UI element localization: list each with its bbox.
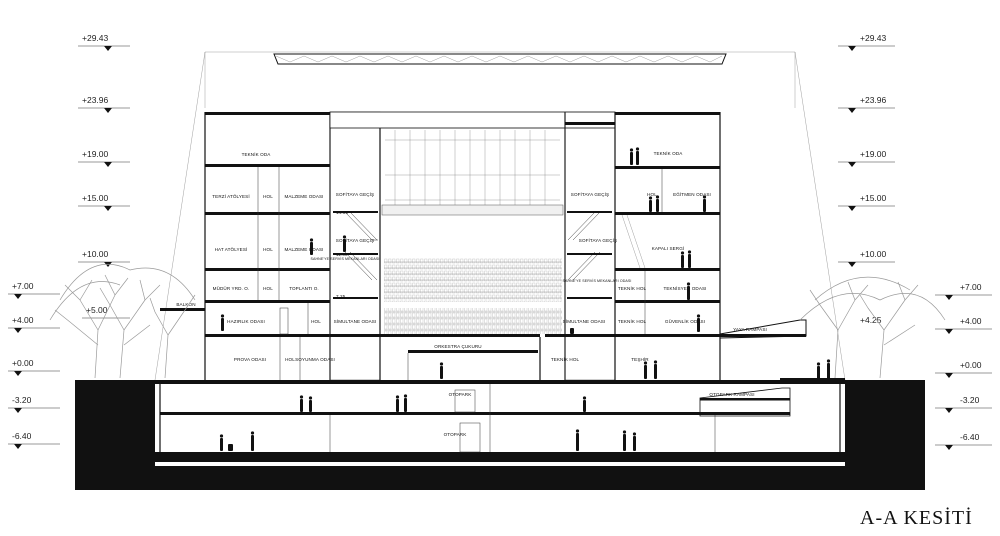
level-marker: +10.00	[838, 249, 895, 267]
level-label: +19.00	[82, 149, 109, 159]
level-label: +0.00	[960, 360, 982, 370]
room-label: HOL	[263, 286, 273, 291]
room-label: SİMULTANE ODASI	[563, 318, 606, 324]
level-label: -3.20	[12, 395, 32, 405]
level-marker: -6.40	[8, 431, 60, 449]
level-label: -3.20	[960, 395, 980, 405]
room-label: SOFİTAYA GEÇİŞ	[336, 191, 374, 197]
room-label: TEŞHİR	[631, 356, 649, 362]
level-label: +4.00	[12, 315, 34, 325]
level-label: +5.00	[86, 305, 108, 315]
room-label: SOFİTAYA GEÇİŞ	[571, 191, 609, 197]
roof-envelope	[154, 51, 846, 381]
room-label: SAHNE'YE SERVİS MEKANLARI ODASI	[562, 278, 631, 283]
central-hall: ORKESTRA ÇUKURU	[329, 111, 616, 380]
level-marker: +19.00	[838, 149, 895, 167]
room-label: EĞİTMEN ODASI	[673, 191, 711, 197]
right-stair-core: SOFİTAYA GEÇİŞ SOFİTAYA GEÇİŞ SAHNE'YE S…	[545, 111, 631, 381]
room-label: HOL	[285, 357, 295, 362]
level-label: -6.40	[12, 431, 32, 441]
room-label: TEKNİK ODA	[242, 151, 272, 157]
room-label: TERZİ ATÖLYESİ	[212, 193, 249, 199]
level-label: +7.00	[960, 282, 982, 292]
level-label: +15.00	[860, 193, 887, 203]
level-marker: +4.00	[8, 315, 60, 333]
level-marker: -6.40	[935, 432, 992, 450]
room-label: HOL	[647, 192, 657, 197]
level-marker: +19.00	[78, 149, 130, 167]
elevation-label: 7.25	[336, 294, 346, 299]
room-label: TOPLANTI O.	[289, 286, 319, 291]
level-marker: +0.00	[8, 358, 60, 376]
drawing-title: A-A KESİTİ	[860, 506, 973, 529]
room-label: MALZEME ODASI	[284, 194, 323, 199]
level-label: +10.00	[82, 249, 109, 259]
level-label: +10.00	[860, 249, 887, 259]
level-label: +4.00	[960, 316, 982, 326]
room-label: HAT ATÖLYESİ	[215, 246, 248, 252]
room-label: SOFİTAYA GEÇİŞ	[336, 237, 374, 243]
room-label: SAHNE'YE SERVİS MEKANLARI ODASI	[310, 256, 379, 261]
room-label: TEKNİK HOL	[618, 318, 647, 324]
level-marker: +29.43	[78, 33, 130, 51]
room-label: TEKNİK HOL	[551, 356, 580, 362]
level-label: +29.43	[860, 33, 887, 43]
left-wing: TEKNİK ODA TERZİ ATÖLYESİ HOL MALZEME OD…	[160, 112, 335, 380]
level-label: -6.40	[960, 432, 980, 442]
room-label: MÜDÜR YRD. O.	[213, 285, 250, 291]
level-label: +19.00	[860, 149, 887, 159]
level-marker: +15.00	[838, 193, 895, 211]
room-label: SOYUNMA ODASI	[295, 357, 335, 362]
level-markers-right: +29.43 +23.96 +19.00 +15.00 +10.00 +7.00…	[838, 33, 992, 450]
level-markers-left: +7.00 +4.00 +0.00 -3.20 -6.40	[8, 281, 60, 449]
room-label: HAZIRLIK ODASI	[227, 319, 265, 324]
room-label: TEKNİSYEN ODASI	[663, 285, 706, 291]
room-label: SİMULTANE ODASI	[334, 318, 377, 324]
room-label: PROVA ODASI	[234, 357, 266, 362]
trees-left	[49, 263, 196, 379]
room-label: HOL	[311, 319, 321, 324]
room-label: OTOPARK	[444, 432, 468, 437]
trees-right	[799, 276, 946, 379]
room-label: BALKON	[176, 302, 195, 307]
level-marker: +5.00	[82, 305, 130, 319]
room-label: SOFİTAYA GEÇİŞ	[579, 237, 617, 243]
level-marker: +4.25	[860, 315, 882, 325]
level-label: +23.96	[860, 95, 887, 105]
level-marker: +0.00	[935, 360, 992, 378]
level-marker: -3.20	[935, 395, 992, 413]
people-figures	[219, 147, 831, 451]
level-label: +4.25	[860, 315, 882, 325]
level-marker: +23.96	[838, 95, 895, 113]
right-wing: TEKNİK ODA HOL EĞİTMEN ODASI KAPALI SERG…	[614, 112, 807, 380]
room-label: HOL	[263, 194, 273, 199]
level-marker: +7.00	[8, 281, 60, 299]
room-label: KAPALI SERGİ	[652, 245, 685, 251]
level-marker: +23.96	[78, 95, 130, 113]
level-label: +0.00	[12, 358, 34, 368]
room-label: OTOPARK	[449, 392, 473, 397]
level-marker: +4.00	[935, 316, 992, 334]
room-label: HOL	[263, 247, 273, 252]
room-label: MALZEME ODASI	[284, 247, 323, 252]
level-marker: +7.00	[935, 282, 992, 300]
level-markers-center-left: +29.43 +23.96 +19.00 +15.00 +10.00 +5.00	[78, 33, 130, 319]
room-label: ORKESTRA ÇUKURU	[434, 344, 481, 349]
basement: OTOPARK OTOPARK OTOPARK RAMPASI	[75, 378, 925, 490]
room-label: GÜVENLİK ODASI	[665, 318, 705, 324]
level-label: +29.43	[82, 33, 109, 43]
level-marker: +15.00	[78, 193, 130, 211]
room-label: YAYA RAMPASI	[733, 327, 767, 332]
room-label: TEKNİK HOL	[618, 285, 647, 291]
level-label: +23.96	[82, 95, 109, 105]
level-label: +15.00	[82, 193, 109, 203]
level-marker: -3.20	[8, 395, 60, 413]
level-marker: +29.43	[838, 33, 895, 51]
level-label: +7.00	[12, 281, 34, 291]
room-label: TEKNİK ODA	[654, 150, 684, 156]
